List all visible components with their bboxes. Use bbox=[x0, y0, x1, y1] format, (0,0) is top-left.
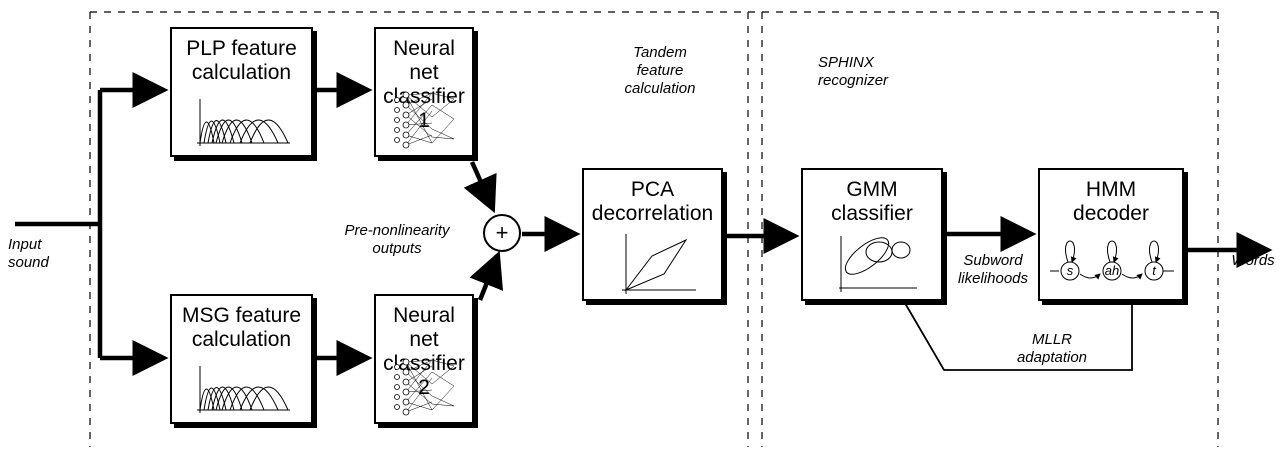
plp-title-line2: calculation bbox=[191, 61, 292, 84]
sphinx-line2: recognizer bbox=[818, 72, 889, 89]
subword-likelihoods-label: Subword likelihoods bbox=[950, 252, 1036, 288]
sphinx-line1: SPHINX bbox=[818, 54, 874, 71]
neural-net-1-block: Neural net classifier 1 bbox=[374, 27, 474, 157]
neural-net-icon bbox=[394, 358, 455, 416]
hmm-title-line1: HMM bbox=[1085, 178, 1137, 201]
nn2-title-line1: Neural net bbox=[393, 304, 455, 351]
hmm-state-ah: ah bbox=[1105, 263, 1119, 278]
plp-feature-block: PLP feature calculation bbox=[170, 27, 313, 157]
msg-filterbank-icon bbox=[197, 366, 290, 413]
words-output-label: Words bbox=[1224, 252, 1282, 270]
tandem-line3: calculation bbox=[624, 80, 696, 97]
sum-node: + bbox=[483, 214, 521, 252]
prenonlin-line1: Pre-nonlinearity bbox=[344, 222, 450, 239]
pre-nonlinearity-label: Pre-nonlinearity outputs bbox=[322, 222, 472, 258]
hmm-block: HMM decoder s bbox=[1038, 168, 1184, 301]
msg-title-line2: calculation bbox=[191, 328, 292, 351]
plp-filterbank-icon bbox=[197, 99, 290, 146]
gmm-title-line1: GMM bbox=[846, 178, 898, 201]
msg-title-line1: MSG feature bbox=[181, 304, 302, 327]
hmm-title-line2: decoder bbox=[1073, 202, 1149, 225]
neural-net-2-block: Neural net classifier 2 bbox=[374, 294, 474, 424]
pca-title-line2: decorrelation bbox=[591, 202, 714, 225]
hmm-state-s: s bbox=[1067, 263, 1074, 278]
sphinx-region-label: SPHINX recognizer bbox=[818, 54, 918, 90]
hmm-state-t: t bbox=[1152, 263, 1157, 278]
prenonlin-line2: outputs bbox=[372, 240, 422, 257]
tandem-line2: feature bbox=[636, 62, 684, 79]
region-borders bbox=[89, 11, 1219, 447]
gmm-block: GMM classifier bbox=[801, 168, 943, 301]
arrow-nn1-to-sum bbox=[463, 161, 497, 214]
input-sound-label: Input sound bbox=[8, 236, 64, 272]
words-text: Words bbox=[1231, 252, 1275, 269]
neural-net-icon bbox=[394, 91, 455, 149]
subword-line1: Subword bbox=[963, 252, 1023, 269]
pca-title-line1: PCA bbox=[630, 178, 675, 201]
pca-transform-icon bbox=[622, 234, 696, 294]
gmm-title-line2: classifier bbox=[831, 202, 913, 225]
msg-feature-block: MSG feature calculation bbox=[170, 294, 313, 424]
mllr-line2: adaptation bbox=[1016, 349, 1088, 366]
mllr-adaptation-label: MLLR adaptation bbox=[1004, 331, 1100, 367]
gaussian-mixture-icon bbox=[839, 236, 917, 292]
arrow-nn2-to-sum bbox=[469, 250, 504, 301]
plp-title-line1: PLP feature bbox=[186, 37, 297, 60]
mllr-line1: MLLR bbox=[1031, 331, 1072, 348]
input-label-line2: sound bbox=[8, 254, 49, 271]
subword-line2: likelihoods bbox=[957, 270, 1029, 287]
input-label-line1: Input bbox=[8, 236, 42, 253]
nn1-title-line1: Neural net bbox=[393, 37, 455, 84]
pca-block: PCA decorrelation bbox=[582, 168, 723, 301]
tandem-region-label: Tandem feature calculation bbox=[610, 44, 710, 98]
tandem-line1: Tandem bbox=[633, 44, 687, 61]
hmm-state-chain-icon: s ah t bbox=[1050, 240, 1174, 281]
mllr-path bbox=[873, 248, 1133, 371]
